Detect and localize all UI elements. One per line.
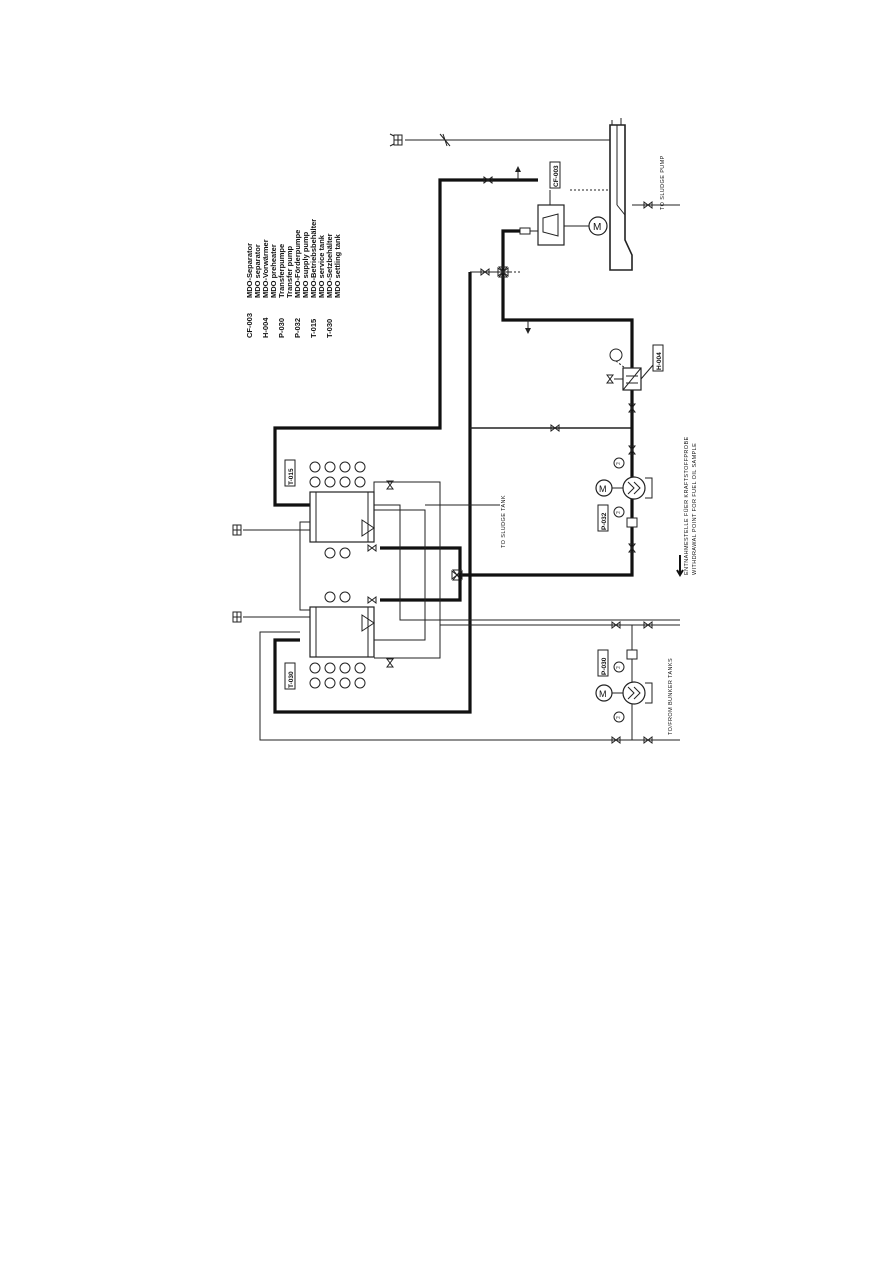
legend-desc: Transfer pump <box>285 245 294 298</box>
legend-desc: MDO settling tank <box>333 233 342 298</box>
legend: CF-003 MDO-Separator MDO separator H-004… <box>245 219 342 338</box>
separator-cf003: M <box>537 204 608 246</box>
level-instruments <box>309 461 366 559</box>
motor-symbol: M <box>593 222 601 233</box>
tag-cf003: CF-003 <box>549 161 561 189</box>
svg-text:M: M <box>599 689 607 699</box>
bunker-line <box>259 631 680 741</box>
valve <box>483 176 493 184</box>
tank-t030 <box>309 606 375 658</box>
svg-text:PI: PI <box>616 715 620 720</box>
filter-icon <box>626 649 638 660</box>
clean-oil-pipe <box>273 178 538 507</box>
legend-code: T-015 <box>309 319 318 338</box>
sample-point-icon <box>676 555 684 577</box>
valve <box>480 268 490 276</box>
legend-code: CF-003 <box>245 313 254 338</box>
svg-text:PI: PI <box>616 665 620 670</box>
separator-feed-pipe <box>501 229 634 395</box>
svg-text:T-015: T-015 <box>288 468 295 485</box>
valve <box>386 480 394 490</box>
legend-row: T-030 MDO-Setzbehälter MDO settling tank <box>325 233 342 338</box>
vent-head-icon <box>389 133 403 147</box>
pump-p030: M <box>595 681 653 705</box>
legend-desc: MDO separator <box>253 244 262 298</box>
sample-note-de: ENTNAHMESTELLE FÜER KRAFTSTOFFPROBE <box>683 436 690 575</box>
valve <box>367 544 377 552</box>
flame-arrester-icon <box>439 133 451 147</box>
svg-text:H-004: H-004 <box>656 352 663 370</box>
valve <box>628 445 636 455</box>
sample-note-en: WITHDRAWAL POINT FOR FUEL OIL SAMPLE <box>692 443 698 575</box>
svg-text:T-030: T-030 <box>288 671 295 688</box>
valve <box>367 596 377 604</box>
legend-row: H-004 MDO-Vorwärmer MDO preheater <box>261 239 278 338</box>
legend-desc: MDO-Vorwärmer <box>261 239 270 298</box>
svg-text:PI: PI <box>616 461 620 466</box>
legend-code: H-004 <box>261 317 270 338</box>
legend-desc: MDO-Setzbehälter <box>325 233 334 298</box>
overflow-pipe <box>373 481 441 659</box>
svg-text:P-032: P-032 <box>601 512 608 530</box>
legend-desc: MDO preheater <box>269 244 278 298</box>
to-sludge-pump-label: TO SLUDGE PUMP <box>660 155 666 210</box>
valve <box>611 621 621 629</box>
valve <box>628 403 636 413</box>
legend-code: P-032 <box>293 318 302 338</box>
legend-row: T-015 MDO-Betriebsbehälter MDO service t… <box>309 219 326 338</box>
valve <box>628 543 636 553</box>
vent-head-icon <box>232 611 242 623</box>
tag-t015: T-015 <box>284 459 296 487</box>
legend-desc: MDO service tank <box>317 234 326 298</box>
valve <box>611 736 621 744</box>
sludge-tank-drain <box>374 504 680 621</box>
legend-desc: MDO supply pump <box>301 231 310 298</box>
tag-p030: P-030 <box>597 649 609 677</box>
legend-desc: Transferpumpe <box>277 244 286 298</box>
thermometer-icon <box>609 348 623 362</box>
return-pipe <box>273 272 472 714</box>
valve <box>643 736 653 744</box>
valve <box>643 621 653 629</box>
legend-desc: MDO-Separator <box>245 243 254 298</box>
valve <box>550 424 560 432</box>
legend-row: P-030 Transferpumpe Transfer pump <box>277 244 294 338</box>
svg-text:M: M <box>599 484 607 494</box>
legend-desc: MDO-Betriebsbehälter <box>309 219 318 298</box>
to-sludge-tank-label: TO SLUDGE TANK <box>501 495 507 548</box>
legend-code: P-030 <box>277 318 286 338</box>
svg-text:PI: PI <box>616 510 620 515</box>
pump-p032: M <box>595 476 653 500</box>
legend-desc: MDO-Förderpumpe <box>293 230 302 298</box>
svg-text:P-030: P-030 <box>601 657 608 675</box>
preheater-h004 <box>622 367 642 391</box>
level-instruments <box>309 591 366 689</box>
valve <box>606 374 614 384</box>
sludge-tank <box>609 118 633 271</box>
three-way-valve <box>497 266 509 278</box>
valve <box>386 658 394 668</box>
bunker-tanks-label: TO/FROM BUNKER TANKS <box>668 658 674 735</box>
pressure-gauge-icon: PI PI <box>613 661 625 723</box>
pressure-gauge-icon: PI PI <box>613 457 625 518</box>
vent-head-icon <box>232 524 242 536</box>
legend-row: P-032 MDO-Förderpumpe MDO supply pump <box>293 230 310 338</box>
tag-h004: H-004 <box>652 344 664 372</box>
tank-t015 <box>309 491 375 543</box>
svg-text:CF-003: CF-003 <box>553 165 560 187</box>
legend-row: CF-003 MDO-Separator MDO separator <box>245 243 262 338</box>
tag-t030: T-030 <box>284 662 296 690</box>
filter-icon <box>626 517 638 528</box>
valve <box>643 201 653 209</box>
sight-glass-icon <box>519 227 538 235</box>
tag-p032: P-032 <box>597 504 609 532</box>
legend-code: T-030 <box>325 319 334 338</box>
